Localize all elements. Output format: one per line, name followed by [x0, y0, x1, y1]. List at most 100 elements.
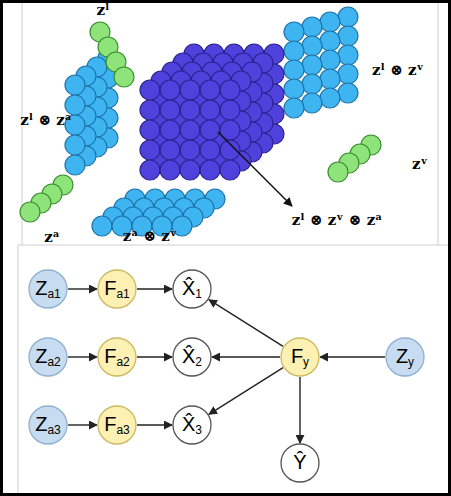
- tensor-ball: [180, 80, 200, 100]
- panel-frame: [18, 245, 19, 496]
- observed-node: Ŷ: [280, 443, 320, 483]
- outer-product-ball: [284, 79, 304, 99]
- node-label: Fa2: [104, 346, 130, 368]
- latent-node: Zy: [385, 337, 425, 377]
- outer-product-ball: [320, 50, 340, 70]
- node-label: X̂2: [182, 346, 202, 368]
- arrow-connector: [137, 288, 172, 289]
- tensor-ball: [180, 120, 200, 140]
- outer-product-ball: [284, 22, 304, 42]
- arrow-connector: [137, 424, 172, 425]
- arrow-connector: [320, 356, 385, 357]
- outer-product-ball: [92, 216, 112, 236]
- outer-product-ball: [320, 88, 340, 108]
- tensor-ball: [140, 160, 160, 180]
- outer-product-ball: [284, 41, 304, 61]
- outer-product-ball: [284, 60, 304, 80]
- node-circle: [98, 406, 136, 444]
- tensor-ball: [220, 160, 240, 180]
- tensor-ball: [220, 80, 240, 100]
- latent-node: Za3: [28, 405, 68, 445]
- tensor-label: zᵃ ⊗ zᵛ: [123, 228, 177, 245]
- node-label: Za1: [35, 278, 61, 300]
- vector-ball: [328, 162, 348, 182]
- node-circle: [281, 444, 319, 482]
- function-node: Fa1: [97, 269, 137, 309]
- arrow-connector: [137, 356, 172, 357]
- node-label: Fa3: [104, 414, 130, 436]
- tensor-label: zᵛ: [412, 156, 428, 173]
- node-circle: [173, 338, 211, 376]
- tensor-label: zˡ ⊗ zᵃ: [20, 112, 71, 129]
- outer-product-ball: [65, 75, 85, 95]
- outer-product-ball: [65, 155, 85, 175]
- tensor-balls: [20, 7, 381, 236]
- arrow-connector: [68, 424, 97, 425]
- function-node: Fa3: [97, 405, 137, 445]
- node-circle: [29, 270, 67, 308]
- tensor-ball: [180, 100, 200, 120]
- tensor-ball: [160, 160, 180, 180]
- latent-node: Za1: [28, 269, 68, 309]
- node-circle: [29, 338, 67, 376]
- node-label: Za2: [35, 346, 61, 368]
- arrow-connector: [68, 288, 97, 289]
- outer-product-ball: [302, 17, 322, 37]
- tensor-ball: [200, 140, 220, 160]
- node-circle: [173, 406, 211, 444]
- outer-product-ball: [338, 7, 358, 27]
- pointer-arrow: [218, 132, 292, 206]
- tensor-ball: [140, 100, 160, 120]
- outer-product-ball: [338, 45, 358, 65]
- node-label: Fy: [291, 346, 309, 368]
- outer-product-ball: [284, 98, 304, 118]
- arrow-connector: [68, 356, 97, 357]
- latent-node: Za2: [28, 337, 68, 377]
- arrow-connector: [209, 368, 283, 415]
- function-node: Fy: [280, 337, 320, 377]
- tensor-ball: [200, 160, 220, 180]
- node-label: Ŷ: [293, 452, 306, 474]
- observed-node: X̂2: [172, 337, 212, 377]
- node-circle: [281, 338, 319, 376]
- tensor-ball: [140, 120, 160, 140]
- outer-product-ball: [302, 74, 322, 94]
- arrow-connector: [299, 377, 300, 443]
- tensor-label: zˡ ⊗ zᵛ: [372, 62, 424, 79]
- outer-product-ball: [338, 64, 358, 84]
- outer-product-ball: [320, 69, 340, 89]
- node-circle: [386, 338, 424, 376]
- tensor-ball: [200, 100, 220, 120]
- tensor-ball: [140, 80, 160, 100]
- node-label: X̂1: [182, 278, 202, 300]
- tensor-ball: [200, 80, 220, 100]
- function-node: Fa2: [97, 337, 137, 377]
- tensor-ball: [180, 160, 200, 180]
- tensor-ball: [220, 100, 240, 120]
- outer-product-ball: [320, 31, 340, 51]
- vector-ball: [20, 202, 40, 222]
- tensor-ball: [200, 120, 220, 140]
- tensor-ball: [160, 80, 180, 100]
- tensor-label: zᵃ: [44, 229, 60, 246]
- panel-frame: [18, 245, 451, 246]
- tensor-ball: [140, 140, 160, 160]
- observed-node: X̂1: [172, 269, 212, 309]
- tensor-ball: [180, 140, 200, 160]
- panel-frame: [438, 0, 439, 245]
- node-circle: [173, 270, 211, 308]
- outer-product-ball: [65, 135, 85, 155]
- outer-product-ball: [338, 26, 358, 46]
- outer-product-ball: [302, 93, 322, 113]
- node-circle: [29, 406, 67, 444]
- tensor-ball: [160, 140, 180, 160]
- outer-product-ball: [302, 55, 322, 75]
- tensor-label: zˡ ⊗ zᵛ ⊗ zᵃ: [292, 212, 382, 229]
- outer-product-ball: [302, 36, 322, 56]
- tensor-label: zˡ: [97, 2, 110, 19]
- tensor-ball: [160, 120, 180, 140]
- observed-node: X̂3: [172, 405, 212, 445]
- arrow-connector: [209, 300, 283, 347]
